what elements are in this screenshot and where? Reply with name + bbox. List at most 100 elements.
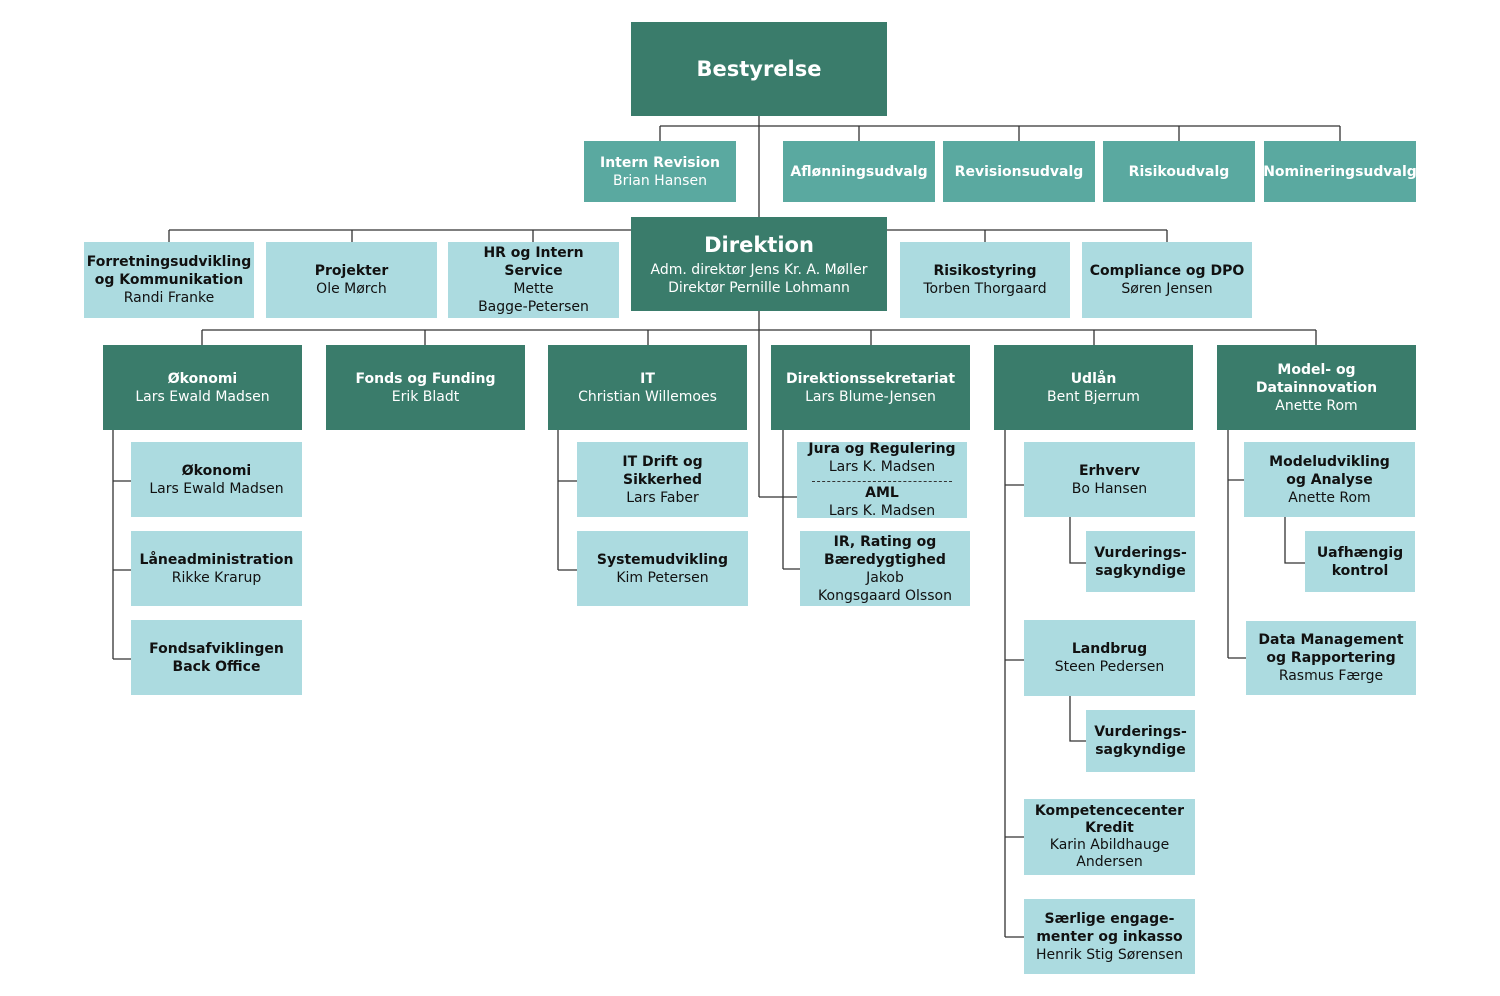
node-title: Økonomi: [167, 370, 238, 387]
node-title: Uafhængig: [1316, 544, 1404, 561]
node-it-drift: IT Drift og Sikkerhed Lars Faber: [577, 442, 748, 517]
node-landbrug: Landbrug Steen Pedersen: [1024, 620, 1195, 696]
node-projekter: Projekter Ole Mørch: [266, 242, 437, 318]
node-title: Fonds og Funding: [355, 370, 496, 387]
node-person: Henrik Stig Sørensen: [1036, 946, 1183, 963]
node-saerlige-engagementer: Særlige engage- menter og inkasso Henrik…: [1024, 899, 1195, 974]
node-jura-aml: Jura og Regulering Lars K. Madsen AML La…: [797, 441, 967, 519]
node-risikoudvalg: Risikoudvalg: [1103, 141, 1255, 202]
node-aflonningsudvalg: Aflønningsudvalg: [783, 141, 935, 202]
node-title: menter og inkasso: [1036, 928, 1183, 945]
node-person: Rasmus Færge: [1278, 668, 1384, 684]
node-okonomi: Økonomi Lars Ewald Madsen: [103, 345, 302, 430]
node-risikostyring: Risikostyring Torben Thorgaard: [900, 242, 1070, 318]
node-title: IT: [640, 370, 655, 387]
node-person: Erik Bladt: [391, 388, 460, 405]
node-title: Back Office: [172, 658, 261, 675]
node-title: AML: [865, 485, 899, 501]
node-compliance: Compliance og DPO Søren Jensen: [1082, 242, 1252, 318]
node-intern-revision: Intern Revision Brian Hansen: [584, 141, 736, 202]
node-person: Lars Faber: [626, 489, 699, 506]
node-title: Model- og Datainnovation: [1255, 361, 1378, 396]
node-title: IT Drift og Sikkerhed: [622, 453, 703, 488]
node-fonds-funding: Fonds og Funding Erik Bladt: [326, 345, 525, 430]
node-person: Ole Mørch: [316, 281, 387, 297]
node-title: Risikoudvalg: [1128, 163, 1230, 180]
node-person: Lars Ewald Madsen: [135, 388, 270, 405]
node-person: Direktør Pernille Lohmann: [668, 280, 850, 296]
node-direktion: Direktion Adm. direktør Jens Kr. A. Møll…: [631, 217, 887, 311]
node-person: Lars Blume-Jensen: [805, 388, 936, 405]
node-title: Landbrug: [1071, 641, 1148, 657]
node-title: Vurderings-: [1094, 724, 1187, 740]
node-title: Forretningsudvikling: [86, 254, 252, 270]
node-it: IT Christian Willemoes: [548, 345, 747, 430]
node-person: Lars K. Madsen: [828, 503, 936, 519]
node-person: Jakob: [866, 569, 904, 586]
node-title: Aflønningsudvalg: [790, 163, 928, 180]
node-person: Karin Abildhauge: [1049, 837, 1170, 853]
node-modeludvikling: Modeludvikling og Analyse Anette Rom: [1244, 442, 1415, 517]
node-person: Mette: [513, 281, 554, 297]
node-title: Kredit: [1085, 820, 1134, 836]
node-title: Låneadministration: [139, 551, 294, 568]
node-person: Lars K. Madsen: [828, 459, 936, 475]
node-person: Kongsgaard Olsson: [818, 587, 952, 604]
node-systemudvikling: Systemudvikling Kim Petersen: [577, 531, 748, 606]
node-title: sagkyndige: [1095, 562, 1186, 579]
node-title: Særlige engage-: [1044, 910, 1175, 927]
node-person: Anette Rom: [1288, 489, 1371, 506]
node-title: Data Management: [1258, 632, 1404, 648]
node-bestyrelse: Bestyrelse: [631, 22, 887, 116]
node-vurderingssagkyndige-2: Vurderings- sagkyndige: [1086, 710, 1195, 772]
node-title: kontrol: [1331, 562, 1389, 579]
node-person: Steen Pedersen: [1054, 659, 1165, 675]
node-title: Risikostyring: [933, 263, 1037, 279]
node-person: Randi Franke: [123, 290, 215, 306]
node-title: Intern Revision: [599, 154, 721, 171]
node-udlan: Udlån Bent Bjerrum: [994, 345, 1193, 430]
node-person: Adm. direktør Jens Kr. A. Møller: [650, 262, 868, 278]
node-hr: HR og Intern Service Mette Bagge-Peterse…: [448, 242, 619, 318]
node-person: Bent Bjerrum: [1047, 388, 1140, 405]
node-title: Vurderings-: [1094, 544, 1187, 561]
node-person: Andersen: [1076, 854, 1143, 870]
node-title: Fondsafviklingen: [149, 640, 284, 657]
node-okonomi-sub: Økonomi Lars Ewald Madsen: [131, 442, 302, 517]
node-title: Nomineringsudvalg: [1263, 163, 1417, 180]
node-title: og Analyse: [1286, 471, 1373, 488]
node-fondsafviklingen: Fondsafviklingen Back Office: [131, 620, 302, 695]
dashed-divider: [812, 481, 952, 482]
node-title: Systemudvikling: [596, 551, 729, 568]
node-title: Compliance og DPO: [1089, 263, 1245, 279]
node-title: HR og Intern Service: [483, 245, 584, 279]
node-forretningsudvikling: Forretningsudvikling og Kommunikation Ra…: [84, 242, 254, 318]
node-person: Anette Rom: [1275, 397, 1358, 414]
node-person: Lars Ewald Madsen: [149, 480, 284, 497]
node-person: Bo Hansen: [1071, 480, 1148, 497]
node-title: Økonomi: [181, 462, 252, 479]
node-vurderingssagkyndige-1: Vurderings- sagkyndige: [1086, 531, 1195, 592]
node-person: Christian Willemoes: [578, 388, 717, 405]
node-ir-rating: IR, Rating og Bæredygtighed Jakob Kongsg…: [800, 531, 970, 606]
node-direktionssekretariat: Direktionssekretariat Lars Blume-Jensen: [771, 345, 970, 430]
node-title: Revisionsudvalg: [954, 163, 1084, 180]
node-data-management: Data Management og Rapportering Rasmus F…: [1246, 621, 1416, 695]
node-model-datainnovation: Model- og Datainnovation Anette Rom: [1217, 345, 1416, 430]
node-title: Direktionssekretariat: [785, 370, 956, 387]
node-person: Kim Petersen: [616, 569, 709, 586]
node-title: Modeludvikling: [1269, 453, 1390, 470]
node-title: Jura og Regulering: [808, 441, 956, 457]
node-title: og Kommunikation: [94, 272, 244, 288]
node-title: Udlån: [1070, 370, 1117, 387]
node-uafhaengig-kontrol: Uafhængig kontrol: [1305, 531, 1415, 592]
node-title: Kompetencecenter: [1034, 803, 1185, 819]
node-title: og Rapportering: [1266, 650, 1396, 666]
node-person: Rikke Krarup: [171, 569, 262, 586]
node-person: Søren Jensen: [1121, 281, 1213, 297]
node-title: Bæredygtighed: [824, 551, 946, 568]
node-nomineringsudvalg: Nomineringsudvalg: [1263, 141, 1417, 202]
node-title: Direktion: [704, 233, 814, 257]
node-person: Torben Thorgaard: [923, 281, 1047, 297]
